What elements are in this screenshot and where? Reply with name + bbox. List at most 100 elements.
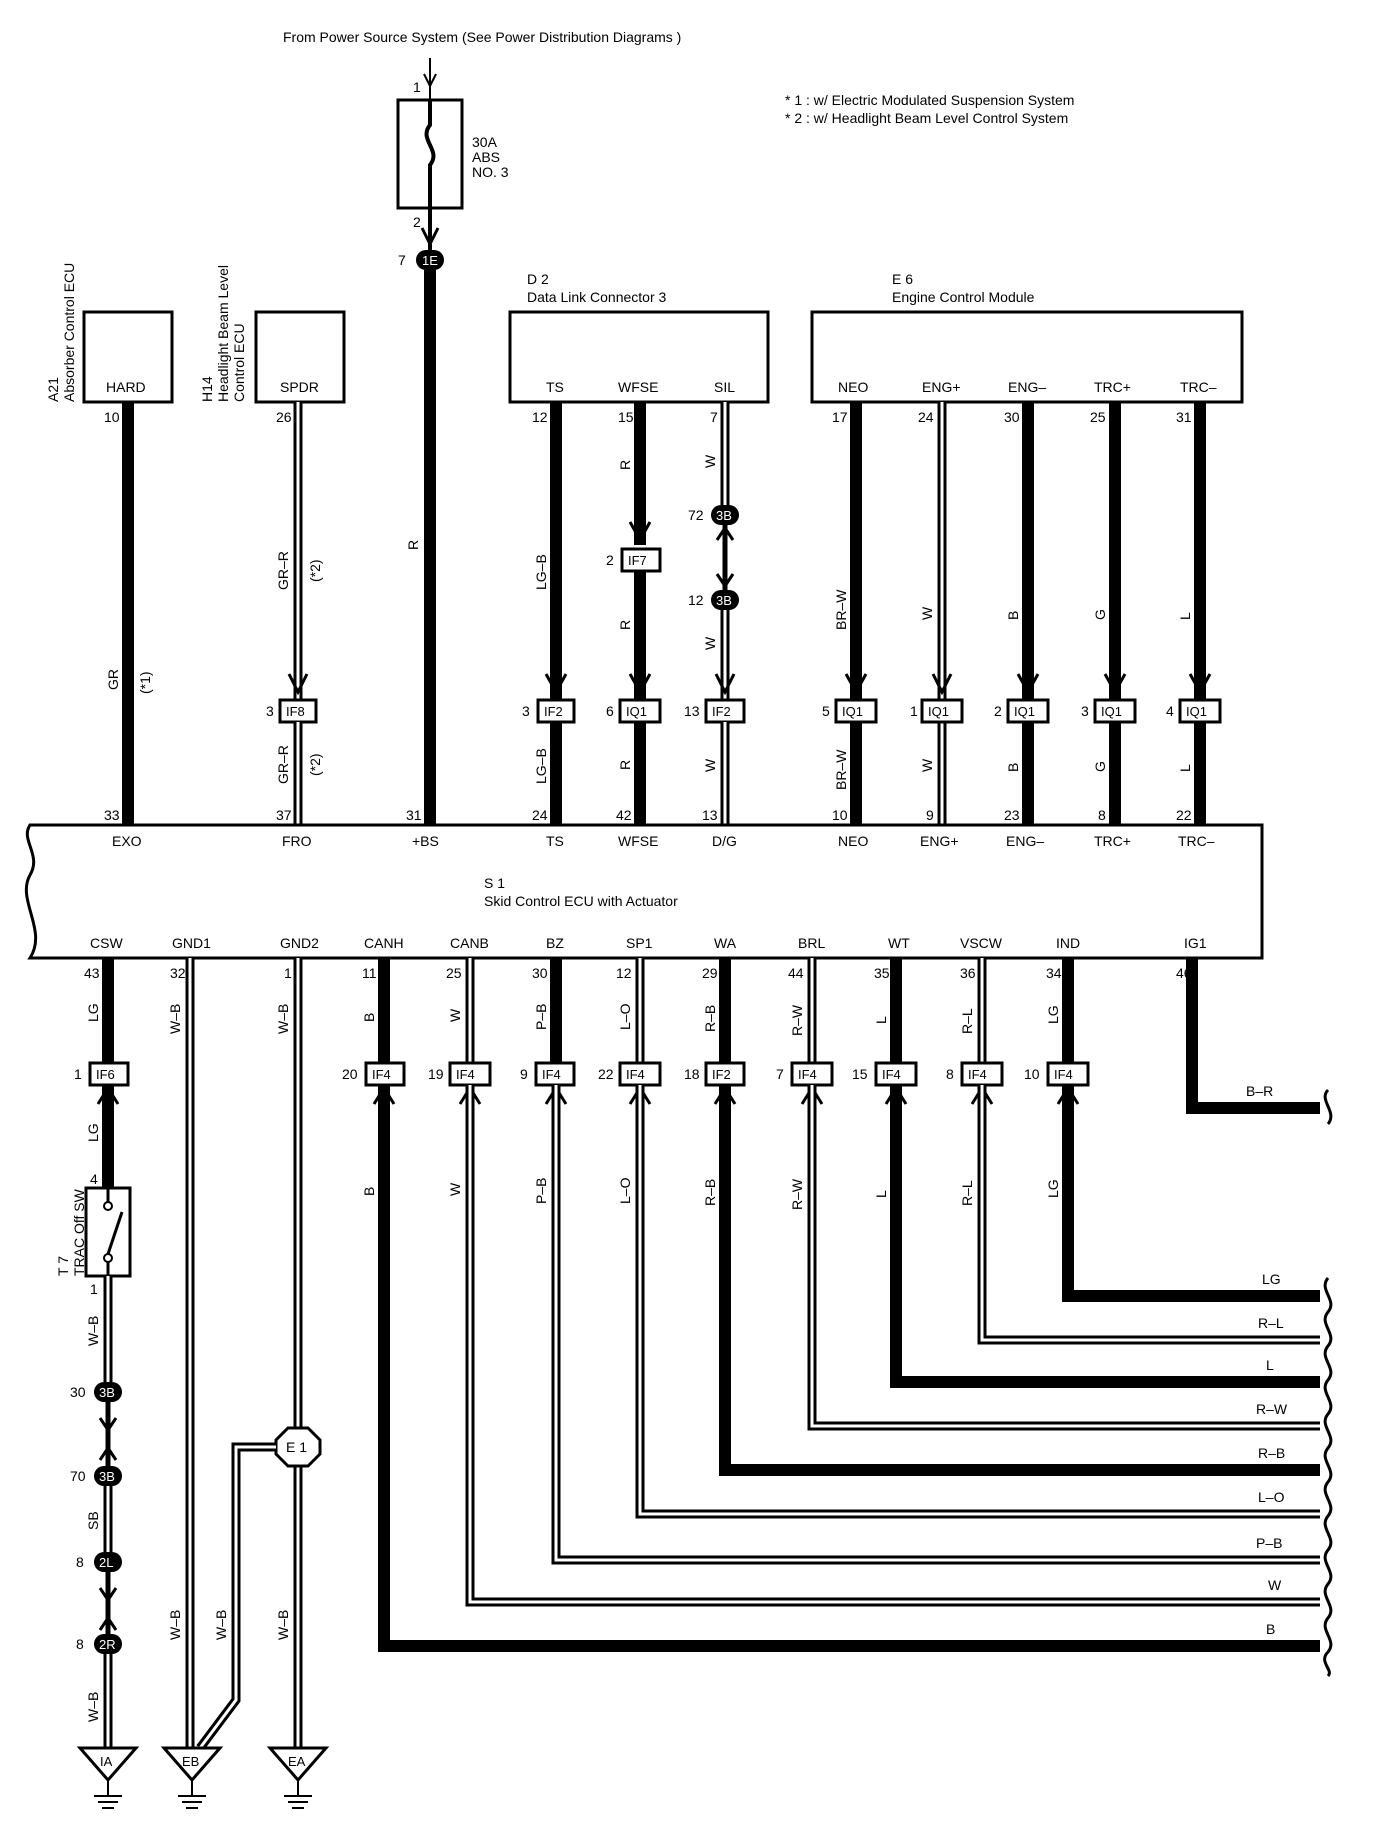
t7-name: TRAC Off SW xyxy=(71,1188,87,1276)
vscw-right-label: R–L xyxy=(1258,1315,1284,1331)
neo-conn: IQ1 xyxy=(842,704,863,719)
a21-terminal: HARD xyxy=(106,379,146,395)
fuse-label-2: ABS xyxy=(472,149,500,165)
canh-conn-pin: 20 xyxy=(342,1066,358,1082)
csw-conn: IF6 xyxy=(96,1067,115,1082)
t7-pin-bottom: 1 xyxy=(90,1281,98,1297)
ecu-pin-fro: 37 xyxy=(276,807,292,823)
ecu-term-neo: NEO xyxy=(838,833,868,849)
wire-brl: R–W IF4 7 R–W R–W xyxy=(776,958,1320,1431)
chain-j4: 2R xyxy=(99,1637,116,1652)
ecu-term-brl: BRL xyxy=(798,935,825,951)
t7-trac-off-switch[interactable]: 4 T 7 TRAC Off SW 1 xyxy=(55,1171,132,1297)
trcp-conn: IQ1 xyxy=(1101,704,1122,719)
spdr-conn-pin: 3 xyxy=(266,703,274,719)
wire-neo: IQ1 5 BR–W BR–W xyxy=(822,402,878,825)
d2-pin-ts: 12 xyxy=(532,409,548,425)
ecu-pin-wfse: 42 xyxy=(616,807,632,823)
spdr-conn: IF8 xyxy=(286,704,305,719)
ecu-pin-ind: 34 xyxy=(1046,965,1062,981)
spdr-color-2: GR–R xyxy=(275,745,291,784)
bz-conn: IF4 xyxy=(542,1067,561,1082)
wt-color-1: L xyxy=(873,1016,889,1024)
ecu-term-sp1: SP1 xyxy=(626,935,653,951)
ecu-pin-wt: 35 xyxy=(874,965,890,981)
d2-pin-wfse: 15 xyxy=(618,409,634,425)
s1-code: S 1 xyxy=(484,875,505,891)
vscw-color-1: R–L xyxy=(959,1008,975,1034)
ecu-term-trcp: TRC+ xyxy=(1094,833,1131,849)
e6-pin-engp: 24 xyxy=(918,409,934,425)
chain-j2-pin: 70 xyxy=(70,1468,86,1484)
wire-canb: W IF4 19 W W xyxy=(428,958,1320,1607)
trcp-color-2: G xyxy=(1092,761,1108,772)
e6-engine-control-module: E 6 Engine Control Module NEO ENG+ ENG– … xyxy=(810,271,1244,425)
ecu-term-fro: FRO xyxy=(282,833,312,849)
wa-color-1: R–B xyxy=(702,1005,718,1032)
sil-color-1: W xyxy=(702,454,718,468)
chain-j1: 3B xyxy=(99,1385,115,1400)
bz-color-1: P–B xyxy=(533,1004,549,1030)
e6-pin-neo: 17 xyxy=(832,409,848,425)
h14-code: H14 xyxy=(199,376,215,402)
wire-hard-color: GR xyxy=(105,669,121,690)
trcp-color-1: G xyxy=(1092,609,1108,620)
e6-pin-trcp: 25 xyxy=(1090,409,1106,425)
ground-ea-label: EA xyxy=(288,1754,306,1769)
ecu-top-pins: 33 37 31 24 42 13 10 9 23 8 22 xyxy=(104,807,1192,823)
ecu-pin-trcp: 8 xyxy=(1098,807,1106,823)
canb-color-2: W xyxy=(447,1182,463,1196)
sp1-color-1: L–O xyxy=(617,1003,633,1030)
wfse-color-2: R xyxy=(617,620,633,630)
canb-conn: IF4 xyxy=(456,1067,475,1082)
engm-conn-pin: 2 xyxy=(994,703,1002,719)
e1-label: E 1 xyxy=(286,1439,307,1455)
sp1-conn-pin: 22 xyxy=(598,1066,614,1082)
wire-sp1: L–O IF4 22 L–O L–O xyxy=(598,958,1320,1519)
ecu-term-csw: CSW xyxy=(90,935,123,951)
sil-color-2: W xyxy=(702,636,718,650)
e6-term-neo: NEO xyxy=(838,379,868,395)
e6-pin-trcm: 31 xyxy=(1176,409,1192,425)
bz-conn-pin: 9 xyxy=(520,1066,528,1082)
ecu-pin-canh: 11 xyxy=(362,965,377,981)
wa-right-label: R–B xyxy=(1258,1445,1285,1461)
ecu-pin-gnd2: 1 xyxy=(284,965,292,981)
ecu-pin-exo: 33 xyxy=(104,807,120,823)
engp-color-2: W xyxy=(919,758,935,772)
fuse-pin-top: 1 xyxy=(413,79,421,95)
ecu-term-engm: ENG– xyxy=(1006,833,1044,849)
h14-pin: 26 xyxy=(276,409,292,425)
wire-ig1: B–R xyxy=(1186,958,1320,1114)
ecu-term-trcm: TRC– xyxy=(1178,833,1215,849)
h14-name-1: Headlight Beam Level xyxy=(215,265,231,402)
ecu-pin-engp: 9 xyxy=(926,807,934,823)
sil-conn-pin: 13 xyxy=(684,703,700,719)
e1-junction: E 1 W–B xyxy=(196,1426,322,1751)
ground-ia: IA xyxy=(76,1746,140,1809)
ecu-term-canh: CANH xyxy=(364,935,404,951)
gnd1-color: W–B xyxy=(167,1004,183,1034)
brl-conn: IF4 xyxy=(798,1067,817,1082)
d2-term-wfse: WFSE xyxy=(618,379,658,395)
h14-name-2: Control ECU xyxy=(231,323,247,402)
sil-conn: IF2 xyxy=(712,704,731,719)
wa-color-2: R–B xyxy=(702,1179,718,1206)
a21-absorber-ecu: A21 Absorber Control ECU HARD 10 xyxy=(45,263,174,425)
ground-eb-label: EB xyxy=(182,1754,199,1769)
fuse-label-3: NO. 3 xyxy=(472,164,509,180)
ecu-term-gnd2: GND2 xyxy=(280,935,319,951)
ecu-pin-wa: 29 xyxy=(702,965,718,981)
wt-conn: IF4 xyxy=(882,1067,901,1082)
wire-vscw: R–L IF4 8 R–L R–L xyxy=(946,958,1320,1345)
ind-right-label: LG xyxy=(1262,1271,1281,1287)
e6-name: Engine Control Module xyxy=(892,289,1035,305)
wire-bz: P–B IF4 9 P–B P–B xyxy=(520,958,1320,1565)
engm-conn: IQ1 xyxy=(1014,704,1035,719)
canh-color-2: B xyxy=(361,1187,377,1196)
ecu-pin-ts: 24 xyxy=(532,807,548,823)
gnd1-color-2: W–B xyxy=(167,1610,183,1640)
trcm-conn: IQ1 xyxy=(1186,704,1207,719)
t7-pin-top: 4 xyxy=(90,1171,98,1187)
canh-right-label: B xyxy=(1266,1621,1275,1637)
